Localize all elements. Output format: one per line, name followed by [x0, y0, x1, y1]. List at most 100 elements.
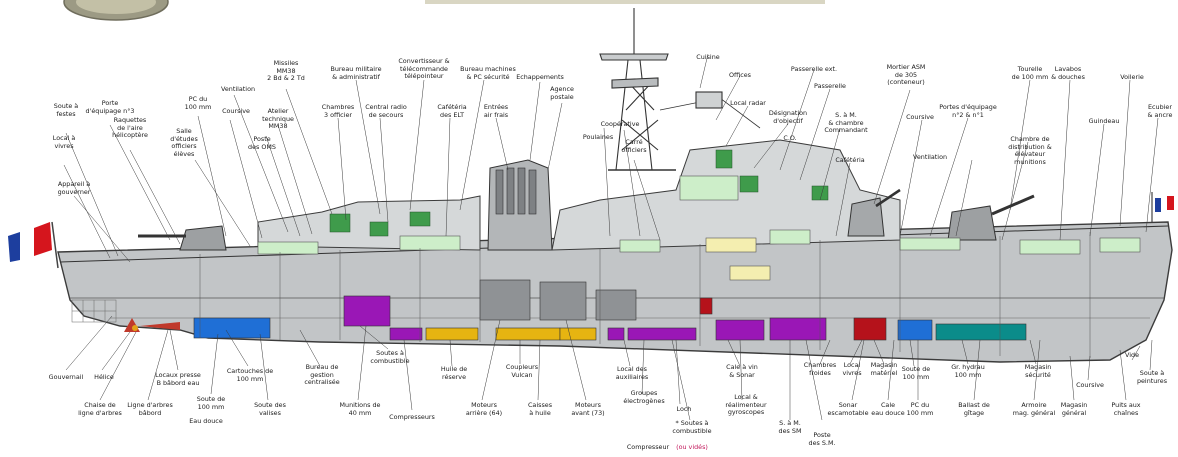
label-soutes-combustible-aft: Soutes à combustible: [370, 349, 410, 365]
label-cafeteria-elt: Cafétéria des ELT: [437, 103, 467, 119]
label-soute-des-valises: Soute des valises: [254, 401, 286, 417]
label-ventilation-fwd: Ventilation: [912, 153, 948, 161]
label-poste-des-oms: Poste des OMS: [248, 135, 276, 151]
label-bureau-machines: Bureau machines & PC sécurité: [460, 65, 516, 81]
label-chambres-froides: Chambres froides: [803, 361, 837, 377]
yellow-compartments: [705, 237, 771, 281]
label-cooperative: Coopérative: [600, 120, 640, 128]
label-bureau-gestion: Bureau de gestion centralisée: [304, 363, 340, 387]
label-cartouches-100mm: Cartouches de 100 mm: [226, 367, 274, 383]
asm-mortar: [847, 188, 901, 237]
label-mortier-asm: Mortier ASM de 305 (conteneur): [886, 63, 926, 87]
deck-frames: [199, 232, 1091, 358]
label-cale-a-vin-sonar: Cale à vin & Sonar: [726, 363, 758, 379]
label-vide: Vide: [1125, 351, 1139, 359]
label-munitions-40mm: Munitions de 40 mm: [339, 401, 381, 417]
label-cale-eau-douce: Cale eau douce: [871, 401, 905, 417]
label-local-vivres-bottom: Local vivres: [842, 361, 862, 377]
label-sonar-escamotable: Sonar escamotable: [827, 401, 869, 417]
label-missiles-mm38: Missiles MM38 2 Bd & 2 Td: [267, 59, 305, 83]
label-central-radio-secours: Central radio de secours: [365, 103, 407, 119]
label-carre-officiers: Carré officiers: [621, 138, 647, 154]
label-coursive-aft: Coursive: [222, 107, 250, 115]
label-appareil-a-gouverner: Appareil à gouverner: [57, 180, 91, 196]
label-local-realimenteur: Local & réalimenteur gyroscopes: [725, 393, 767, 417]
label-magasin-materiel: Magasin matériel: [870, 361, 898, 377]
label-gouvernail: Gouvernail: [48, 373, 84, 381]
label-local-auxiliaires: Local des auxiliaires: [615, 365, 649, 381]
label-local-a-vivres: Local à vivres: [52, 134, 76, 150]
label-echappements: Echappements: [516, 73, 564, 81]
label-puits-aux-chaines: Puits aux chaînes: [1111, 401, 1141, 417]
label-sam-chambre-commandant: S. à M. & chambre Commandant: [824, 111, 868, 135]
label-helice: Hélice: [94, 373, 114, 381]
stern-flag-icon: [8, 221, 59, 269]
machinery-compartments: [479, 279, 637, 321]
stern-grid: [71, 299, 117, 323]
label-magasin-securite: Magasin sécurité: [1024, 363, 1052, 379]
label-pc-du-100mm: PC du 100 mm: [184, 95, 212, 111]
label-gr-hydrau: Gr. hydrau 100 mm: [951, 363, 985, 379]
colored-tanks: [193, 295, 1027, 341]
label-pc-du-100mm-bottom: PC du 100 mm: [906, 401, 934, 417]
exhaust-pipes: [495, 167, 537, 215]
label-armoire-mag-general: Armoire mag. général: [1012, 401, 1056, 417]
label-ventilation-aft: Ventilation: [220, 85, 256, 93]
label-ou-vides-note: (ou vidés): [676, 443, 708, 451]
label-ligne-arbres-babord: Ligne d'arbres bâbord: [127, 401, 173, 417]
label-ballast-gitage: Ballast de gîtage: [958, 401, 990, 417]
propeller-icon: [124, 318, 180, 332]
leader-lines: [63, 53, 1159, 421]
label-soute-100mm-aft: Soute de 100 mm: [196, 395, 226, 411]
label-moteurs-arriere: Moteurs arrière (64): [465, 401, 503, 417]
label-coupleurs-vulcan: Coupleurs Vulcan: [505, 363, 539, 379]
main-mast: [599, 8, 761, 171]
label-caisses-a-huile: Caisses à huile: [527, 401, 553, 417]
label-convertisseur-telecommande: Convertisseur & télécommande télépointeu…: [398, 57, 450, 81]
label-soutes-combustible-note: * Soutes à combustible: [672, 419, 712, 435]
green-equipment-blocks: [329, 149, 829, 237]
label-locaux-presse: Locaux presse B bâbord eau: [155, 371, 201, 387]
label-loch: Loch: [676, 405, 692, 413]
label-chaise-ligne-arbres: Chaise de ligne d'arbres: [78, 401, 122, 417]
label-eau-douce: Eau douce: [189, 417, 223, 425]
label-passerelle: Passerelle: [814, 82, 846, 90]
label-cafeteria-fwd: Cafétéria: [835, 156, 865, 164]
mint-compartments: [257, 175, 1141, 255]
label-portes-equipage-2-1: Portes d'équipage n°2 & n°1: [939, 103, 997, 119]
aft-100mm-turret: [138, 225, 227, 251]
cropped-title-strip: [425, 0, 825, 4]
label-raquettes-aire-helicoptere: Raquettes de l'aire hélicoptère: [112, 116, 148, 140]
label-compresseur: Compresseur: [626, 443, 670, 451]
label-local-radar: Local radar: [730, 99, 766, 107]
label-salle-etudes-officiers: Salle d'études officiers élèves: [170, 127, 198, 158]
label-groupes-electrogenes: Groupes électrogènes: [623, 389, 665, 405]
label-chambre-distribution: Chambre de distribution & élévateur muni…: [1008, 135, 1052, 166]
bow-flag-icon: [1151, 192, 1174, 222]
label-huile-reserve: Huile de réserve: [440, 365, 468, 381]
label-offices: Offices: [729, 71, 751, 79]
forward-100mm-turret: [947, 194, 1035, 241]
label-sam-des-sm: S. à M. des SM: [778, 419, 802, 435]
label-entrees-air-frais: Entrées air frais: [483, 103, 509, 119]
label-moteurs-avant: Moteurs avant (73): [571, 401, 605, 417]
label-soute-a-festes: Soute à festes: [53, 102, 79, 118]
label-tourelle-100mm: Tourelle de 100 mm: [1011, 65, 1049, 81]
label-compresseurs: Compresseurs: [389, 413, 435, 421]
label-lavabos-douches: Lavabos & douches: [1051, 65, 1085, 81]
label-cuisine: Cuisine: [696, 53, 720, 61]
label-magasin-general: Magasin général: [1060, 401, 1088, 417]
label-ecubier-ancre: Ecubier & ancre: [1147, 103, 1173, 119]
label-agence-postale: Agence postale: [550, 85, 574, 101]
label-coursive-fwd: Coursive: [906, 113, 934, 121]
label-atelier-technique-mm38: Atelier technique MM38: [262, 107, 294, 131]
label-designation-objectif: Désignation d'objectif: [768, 109, 808, 125]
label-soute-100mm-fwd: Soute de 100 mm: [901, 365, 931, 381]
label-bureau-militaire: Bureau militaire & administratif: [330, 65, 382, 81]
label-coursive-bottom: Coursive: [1076, 381, 1104, 389]
label-poulaines: Poulaines: [582, 133, 614, 141]
label-chambres-officier: Chambres 3 officier: [321, 103, 355, 119]
label-soute-a-peintures: Soute à peintures: [1136, 369, 1168, 385]
